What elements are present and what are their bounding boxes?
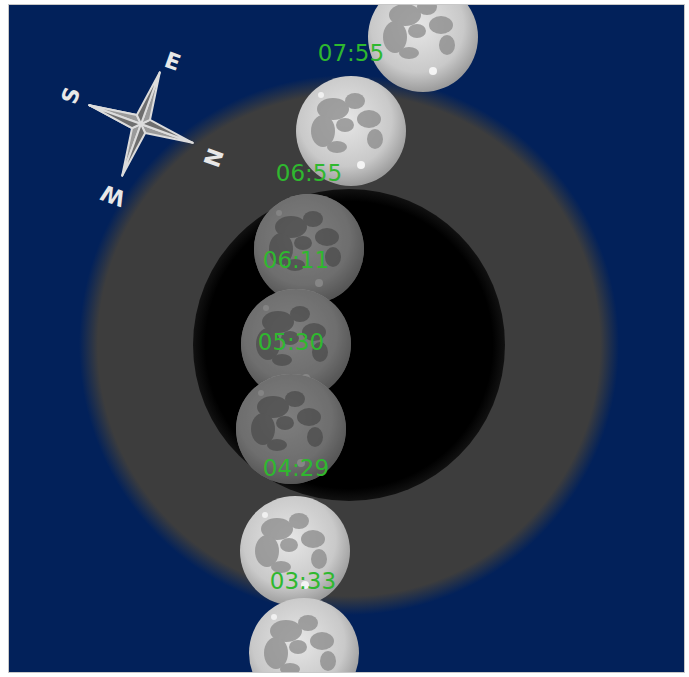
time-label: 06:11 [263, 247, 329, 273]
time-label: 06:55 [276, 160, 342, 186]
eclipse-panel: 07:5506:5506:1105:3004:2903:33ENWS [8, 4, 685, 673]
compass-letter: S [57, 83, 86, 106]
compass-letter: E [162, 47, 185, 76]
time-label: 03:33 [270, 568, 336, 594]
eclipse-illustration [9, 5, 685, 673]
time-label: 04:29 [263, 455, 329, 481]
time-label: 05:30 [258, 329, 324, 355]
time-label: 07:55 [318, 40, 384, 66]
